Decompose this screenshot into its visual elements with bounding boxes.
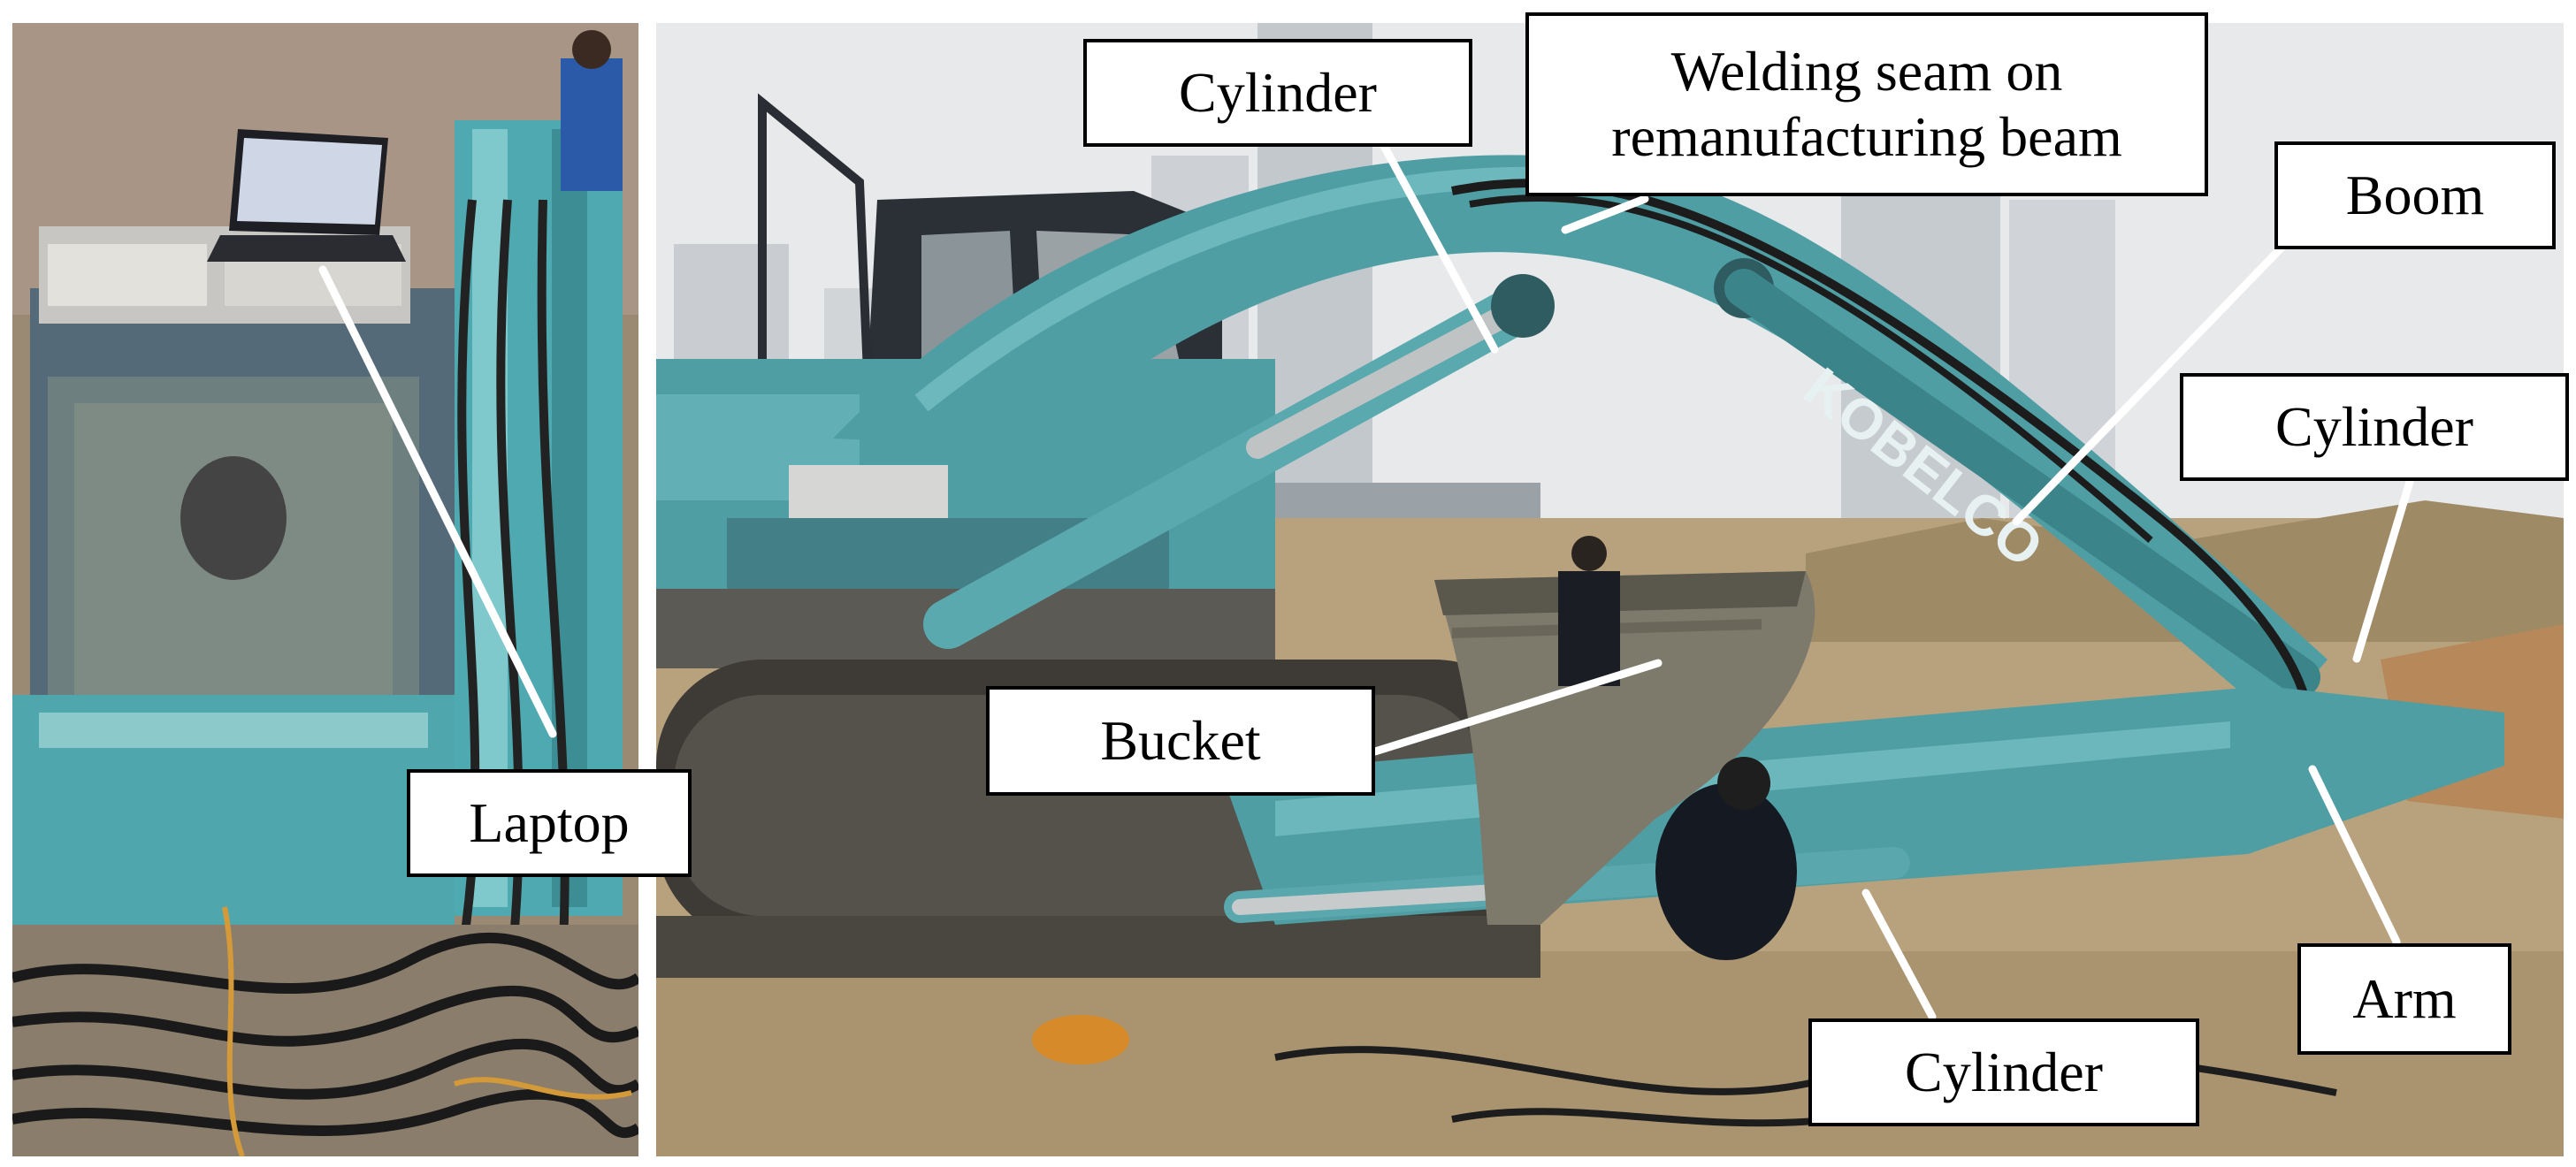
- label-arm-text: Arm: [2352, 967, 2457, 1031]
- label-cylinder-right: Cylinder: [2180, 373, 2569, 481]
- label-cylinder-bottom-text: Cylinder: [1905, 1041, 2103, 1104]
- label-welding-seam-line2: remanufacturing beam: [1611, 105, 2122, 168]
- label-welding-seam: Welding seam on remanufacturing beam: [1525, 12, 2208, 196]
- label-cylinder-top: Cylinder: [1083, 39, 1472, 147]
- left-photo: [12, 23, 638, 1156]
- label-laptop: Laptop: [407, 769, 692, 877]
- label-bucket: Bucket: [986, 686, 1375, 796]
- label-boom: Boom: [2274, 141, 2556, 249]
- label-cylinder-right-text: Cylinder: [2275, 395, 2473, 459]
- label-cylinder-bottom: Cylinder: [1808, 1018, 2199, 1126]
- label-bucket-text: Bucket: [1100, 709, 1261, 773]
- label-cylinder-top-text: Cylinder: [1179, 61, 1377, 125]
- label-boom-text: Boom: [2345, 164, 2485, 227]
- label-laptop-text: Laptop: [469, 791, 630, 855]
- label-welding-seam-line1: Welding seam on: [1670, 40, 2063, 103]
- label-arm: Arm: [2297, 943, 2511, 1055]
